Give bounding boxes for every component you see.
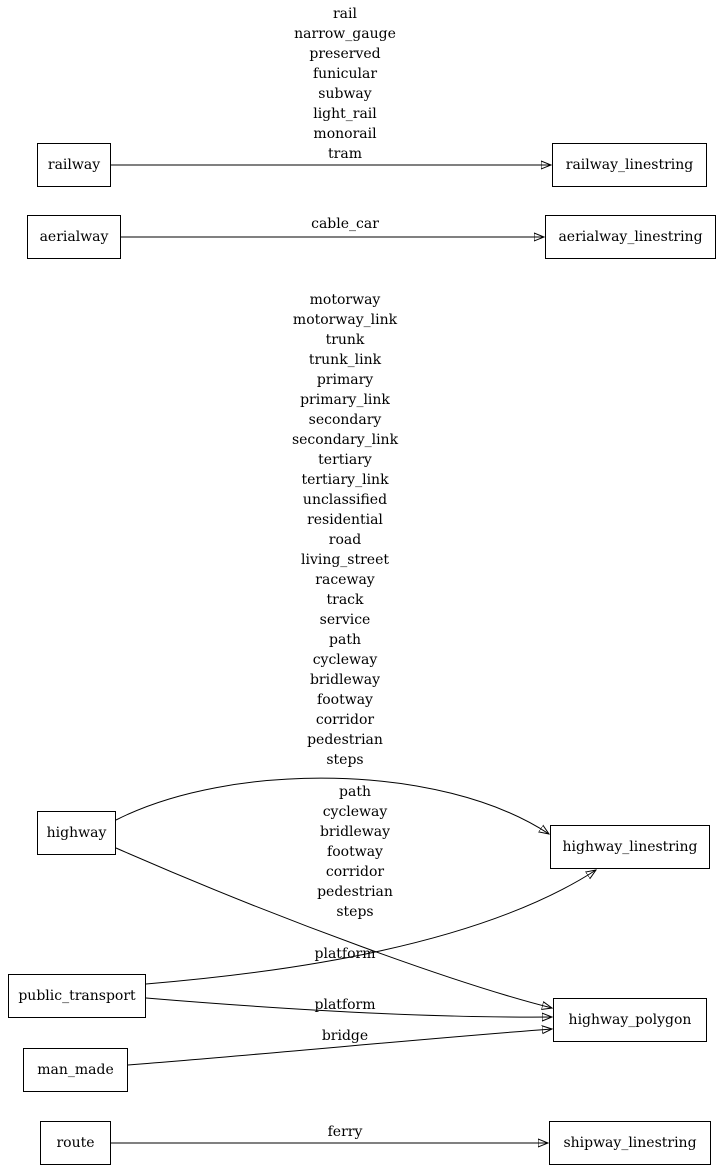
edge-value: cable_car [311, 216, 379, 232]
edge-label-railway-to-railway-linestring: rail narrow_gauge preserved funicular subway… [294, 4, 396, 164]
edge-label-highway-to-highway-polygon: path cycleway bridleway footway corridor pede… [317, 782, 393, 922]
edge-value: platform [314, 997, 376, 1013]
node-public-transport-label: public_transport [18, 988, 136, 1004]
node-railway-linestring: railway_linestring [552, 143, 707, 187]
edge-label-route-to-shipway-linestring: ferry [328, 1122, 363, 1142]
node-shipway-linestring-label: shipway_linestring [563, 1135, 697, 1151]
edge-value: platform [314, 946, 376, 962]
edge-value: steps [326, 752, 364, 768]
edge-value: path [339, 784, 371, 800]
edge-highway-to-highway-linestring [115, 777, 549, 834]
edge-value: subway [318, 86, 372, 102]
edge-value: tertiary_link [301, 472, 389, 488]
node-shipway-linestring: shipway_linestring [549, 1121, 711, 1165]
edge-value: residential [307, 512, 383, 528]
edge-value: raceway [315, 572, 375, 588]
edge-value: primary [316, 372, 374, 388]
node-aerialway-label: aerialway [39, 229, 109, 245]
edge-public-transport-to-highway-polygon [145, 997, 552, 1017]
node-highway-linestring: highway_linestring [550, 825, 710, 869]
node-highway-linestring-label: highway_linestring [562, 839, 698, 855]
edge-value: trunk_link [308, 352, 382, 368]
edge-value: cycleway [322, 804, 388, 820]
edge-value: motorway_link [292, 312, 398, 328]
edge-value: track [326, 592, 364, 608]
node-highway-label: highway [46, 825, 107, 841]
node-aerialway-linestring: aerialway_linestring [545, 215, 716, 259]
node-man-made: man_made [23, 1048, 128, 1092]
edge-label-public-transport-to-highway-linestring: platform [315, 944, 376, 964]
edge-value: monorail [313, 126, 377, 142]
edge-value: corridor [325, 864, 385, 880]
node-highway-polygon: highway_polygon [553, 998, 707, 1042]
edge-value: secondary [308, 412, 382, 428]
node-aerialway: aerialway [27, 215, 121, 259]
edge-highway-to-highway-polygon [115, 847, 552, 1008]
edge-value: secondary_link [291, 432, 399, 448]
edge-label-aerialway-to-aerialway-linestring: cable_car [311, 214, 379, 234]
node-route-label: route [56, 1135, 95, 1151]
node-railway-linestring-label: railway_linestring [565, 157, 694, 173]
edge-value: light_rail [313, 106, 377, 122]
edge-value: motorway [309, 292, 381, 308]
node-public-transport: public_transport [8, 974, 146, 1018]
edge-value: preserved [309, 46, 381, 62]
edge-value: primary_link [300, 392, 390, 408]
node-man-made-label: man_made [37, 1062, 114, 1078]
edge-value: bridge [321, 1028, 369, 1044]
edge-man-made-to-highway-polygon [127, 1029, 552, 1066]
edge-value: corridor [315, 712, 375, 728]
edge-value: footway [317, 692, 373, 708]
edge-value: pedestrian [317, 884, 393, 900]
node-route: route [40, 1121, 111, 1165]
edge-value: funicular [312, 66, 378, 82]
node-railway-label: railway [47, 157, 101, 173]
edge-value: pedestrian [307, 732, 383, 748]
edge-value: path [329, 632, 361, 648]
edge-value: footway [327, 844, 383, 860]
node-aerialway-linestring-label: aerialway_linestring [558, 229, 703, 245]
edge-value: steps [336, 904, 374, 920]
edge-value: tertiary [318, 452, 372, 468]
edge-value: ferry [327, 1124, 363, 1140]
edge-public-transport-to-highway-linestring [145, 870, 596, 985]
node-railway: railway [37, 143, 111, 187]
edge-value: tram [328, 146, 362, 162]
edge-value: living_street [300, 552, 390, 568]
edge-value: narrow_gauge [294, 26, 396, 42]
edge-value: unclassified [302, 492, 388, 508]
edge-value: bridleway [309, 672, 381, 688]
edge-value: road [328, 532, 362, 548]
edge-value: rail [332, 6, 357, 22]
edge-label-public-transport-to-highway-polygon: platform [315, 995, 376, 1015]
edge-value: cycleway [312, 652, 378, 668]
edge-value: bridleway [319, 824, 391, 840]
edge-value: service [319, 612, 371, 628]
edge-value: trunk [325, 332, 365, 348]
node-highway-polygon-label: highway_polygon [568, 1012, 692, 1028]
node-highway: highway [37, 811, 116, 855]
edge-label-man-made-to-highway-polygon: bridge [322, 1026, 368, 1046]
